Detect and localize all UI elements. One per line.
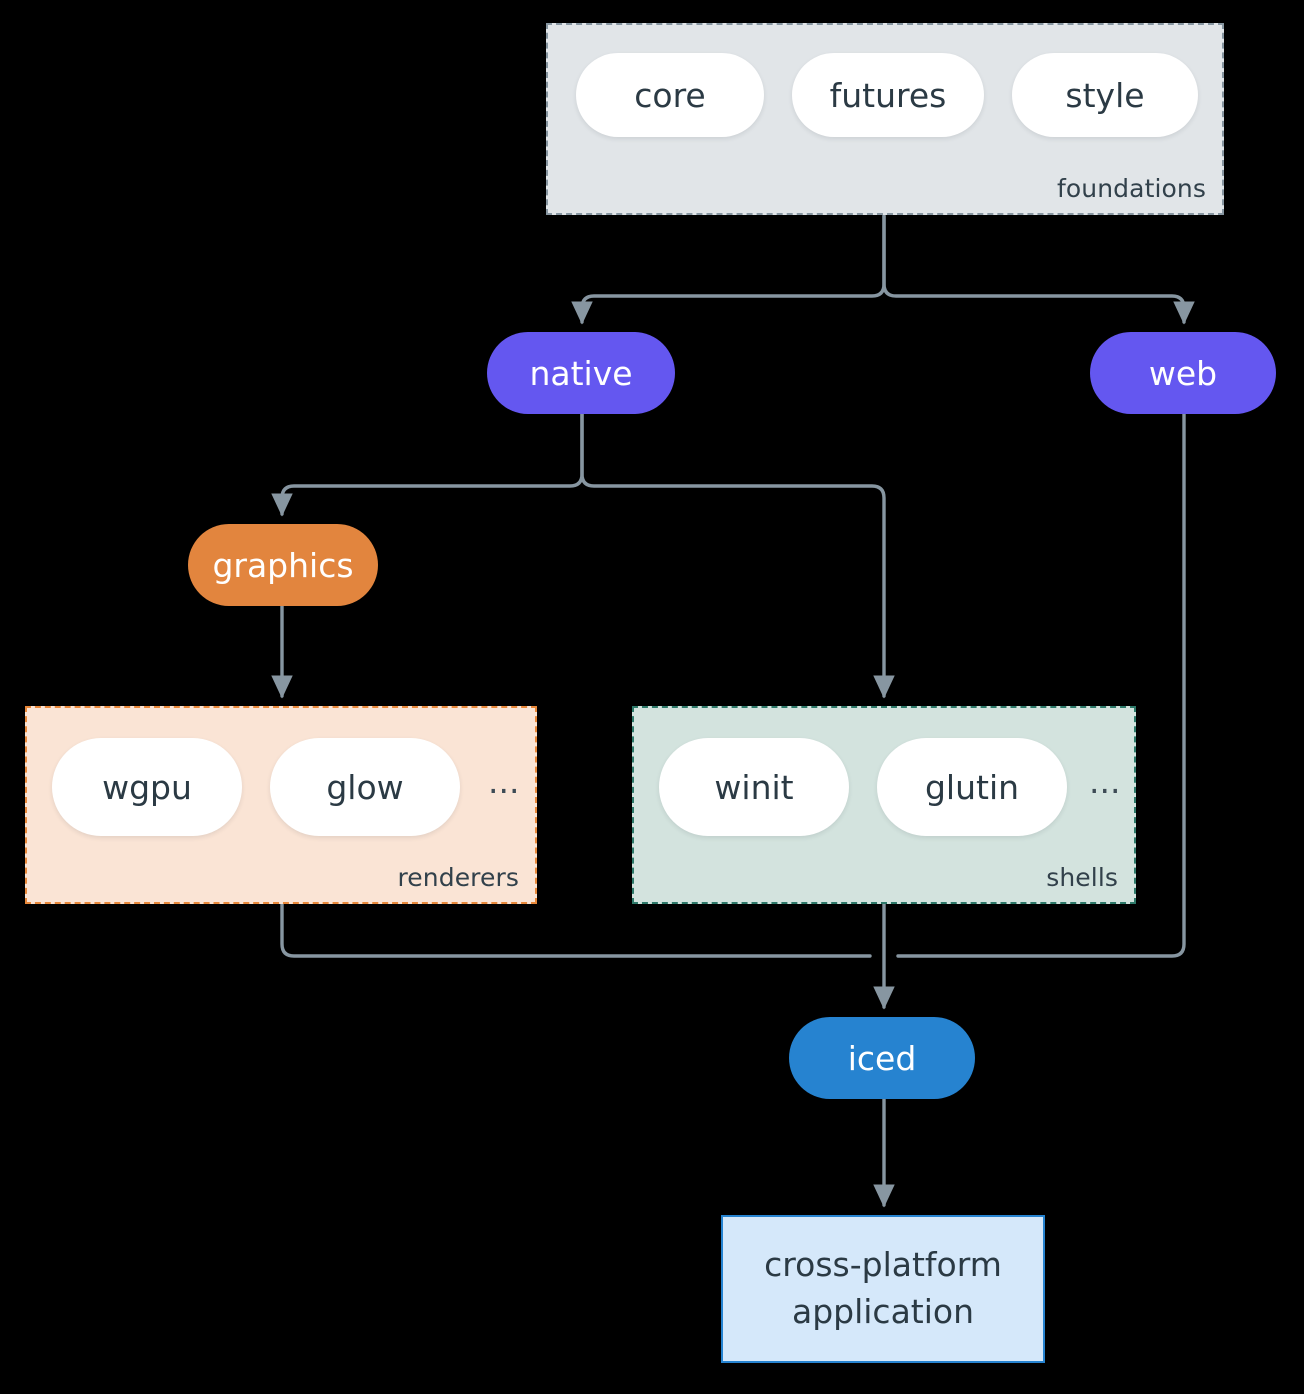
node-native[interactable]: native xyxy=(487,332,675,414)
node-web-label: web xyxy=(1148,353,1218,393)
shells-ellipsis: ... xyxy=(1089,761,1121,801)
node-graphics[interactable]: graphics xyxy=(188,524,378,606)
node-iced[interactable]: iced xyxy=(789,1017,975,1099)
pill-winit[interactable]: winit xyxy=(659,738,849,836)
pill-core-label: core xyxy=(634,75,706,115)
node-application-line1: cross-platform xyxy=(764,1245,1002,1285)
node-native-label: native xyxy=(529,353,633,393)
pill-core[interactable]: core xyxy=(576,53,764,137)
pill-futures[interactable]: futures xyxy=(792,53,984,137)
node-web[interactable]: web xyxy=(1090,332,1276,414)
edge-native-to-graphics xyxy=(271,412,584,517)
pill-futures-label: futures xyxy=(829,75,947,115)
pill-glutin[interactable]: glutin xyxy=(877,738,1067,836)
group-shells: winit glutin ... shells xyxy=(632,706,1136,904)
group-renderers: wgpu glow ... renderers xyxy=(25,706,537,904)
node-application-line2: application xyxy=(791,1292,975,1331)
edge-foundations-to-web xyxy=(882,214,1195,325)
group-foundations-label: foundations xyxy=(1057,174,1206,203)
node-graphics-label: graphics xyxy=(212,545,354,585)
pill-style-label: style xyxy=(1065,75,1145,115)
group-renderers-label: renderers xyxy=(397,863,519,892)
edge-native-to-shells xyxy=(580,412,895,699)
group-foundations: core futures style foundations xyxy=(546,23,1224,215)
pill-winit-label: winit xyxy=(714,767,794,807)
pill-style[interactable]: style xyxy=(1012,53,1198,137)
renderers-items: wgpu glow ... xyxy=(52,738,519,836)
pill-glow-label: glow xyxy=(326,767,404,807)
pill-glow[interactable]: glow xyxy=(270,738,460,836)
node-application[interactable]: cross-platform application xyxy=(721,1215,1045,1363)
pill-glutin-label: glutin xyxy=(924,767,1020,807)
renderers-ellipsis: ... xyxy=(488,761,520,801)
shells-items: winit glutin ... xyxy=(659,738,1120,836)
foundations-items: core futures style xyxy=(576,53,1198,137)
edge-renderers-to-iced xyxy=(280,902,872,958)
group-shells-label: shells xyxy=(1046,863,1118,892)
node-iced-label: iced xyxy=(847,1038,917,1078)
edge-foundations-to-native xyxy=(571,214,886,325)
pill-wgpu[interactable]: wgpu xyxy=(52,738,242,836)
pill-wgpu-label: wgpu xyxy=(102,767,192,807)
edge-web-to-iced xyxy=(896,412,1186,958)
